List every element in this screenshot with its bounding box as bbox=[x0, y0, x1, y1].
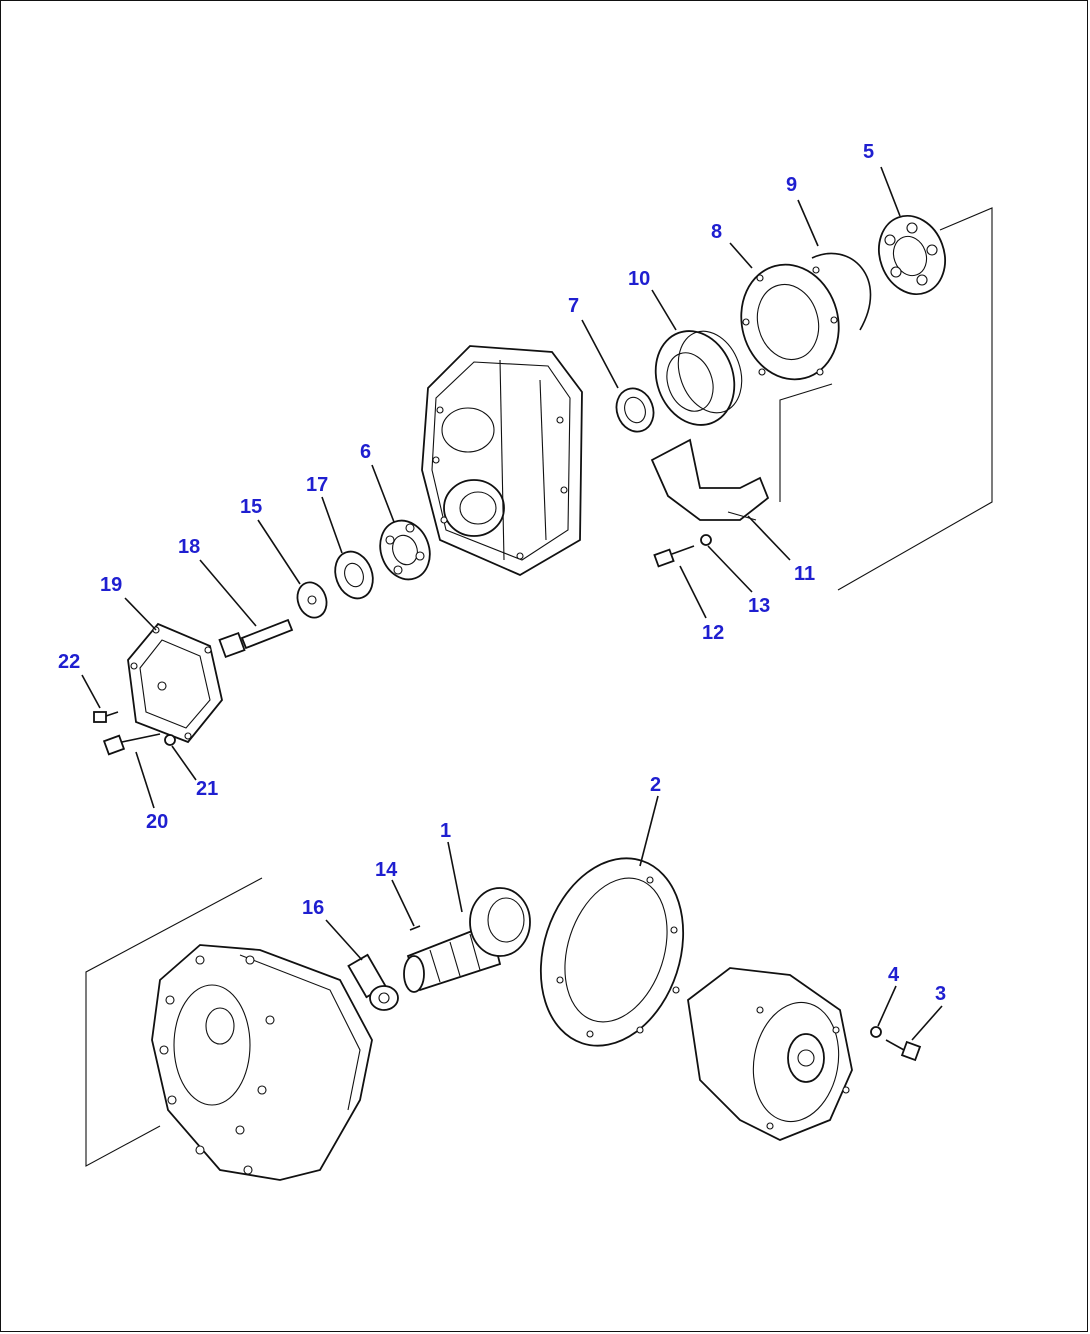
callout-21: 21 bbox=[196, 778, 218, 800]
callout-5: 5 bbox=[863, 141, 874, 163]
part-4-washer bbox=[870, 1026, 882, 1038]
callout-15: 15 bbox=[240, 496, 262, 518]
upper-assembly-boundary bbox=[779, 207, 993, 591]
callout-22: 22 bbox=[58, 651, 80, 673]
part-6-bearing bbox=[379, 519, 431, 581]
callout-12: 12 bbox=[702, 622, 724, 644]
callout-9: 9 bbox=[786, 174, 797, 196]
callout-labels: 5 9 8 10 7 6 17 15 18 19 22 21 20 11 13 … bbox=[58, 141, 946, 1005]
part-21-washer bbox=[164, 734, 176, 746]
part-5-bearing bbox=[878, 214, 946, 296]
part-19-cover bbox=[127, 622, 223, 744]
callout-18: 18 bbox=[178, 536, 200, 558]
part-14-key bbox=[409, 925, 421, 931]
part-transfer-case-housing bbox=[421, 345, 583, 577]
callout-11: 11 bbox=[794, 563, 815, 585]
part-2-ring-gear bbox=[539, 857, 685, 1047]
callout-20: 20 bbox=[146, 811, 168, 833]
leader-lines bbox=[81, 166, 943, 1041]
part-12-bolt bbox=[653, 545, 695, 568]
callout-3: 3 bbox=[935, 983, 946, 1005]
callout-19: 19 bbox=[100, 574, 122, 596]
callout-7: 7 bbox=[568, 295, 579, 317]
part-18-bolt bbox=[218, 618, 294, 659]
callout-8: 8 bbox=[711, 221, 722, 243]
part-20-bolt bbox=[102, 733, 161, 756]
part-11-bracket bbox=[650, 438, 770, 521]
part-22-plug bbox=[93, 711, 119, 723]
part-1-pinion bbox=[403, 887, 531, 993]
callout-16: 16 bbox=[302, 897, 324, 919]
part-16-yoke bbox=[347, 953, 399, 1011]
part-15-washer bbox=[296, 581, 328, 619]
callout-17: 17 bbox=[306, 474, 328, 496]
part-differential-case bbox=[687, 967, 853, 1141]
part-9-snap-ring bbox=[811, 252, 872, 331]
part-3-bolt bbox=[885, 1039, 922, 1062]
lower-assembly-boundary bbox=[85, 877, 263, 1167]
part-17-spacer bbox=[334, 550, 374, 600]
callout-10: 10 bbox=[628, 268, 650, 290]
callout-13: 13 bbox=[748, 595, 770, 617]
part-13-washer bbox=[700, 534, 712, 546]
callout-2: 2 bbox=[650, 774, 661, 796]
callout-6: 6 bbox=[360, 441, 371, 463]
part-10-gear bbox=[654, 330, 743, 426]
part-7-bearing bbox=[615, 387, 655, 433]
part-8-flange-cover bbox=[740, 263, 840, 381]
callout-4: 4 bbox=[888, 964, 900, 986]
callout-14: 14 bbox=[375, 859, 398, 881]
part-differential-housing bbox=[151, 944, 373, 1181]
callout-1: 1 bbox=[440, 820, 451, 842]
